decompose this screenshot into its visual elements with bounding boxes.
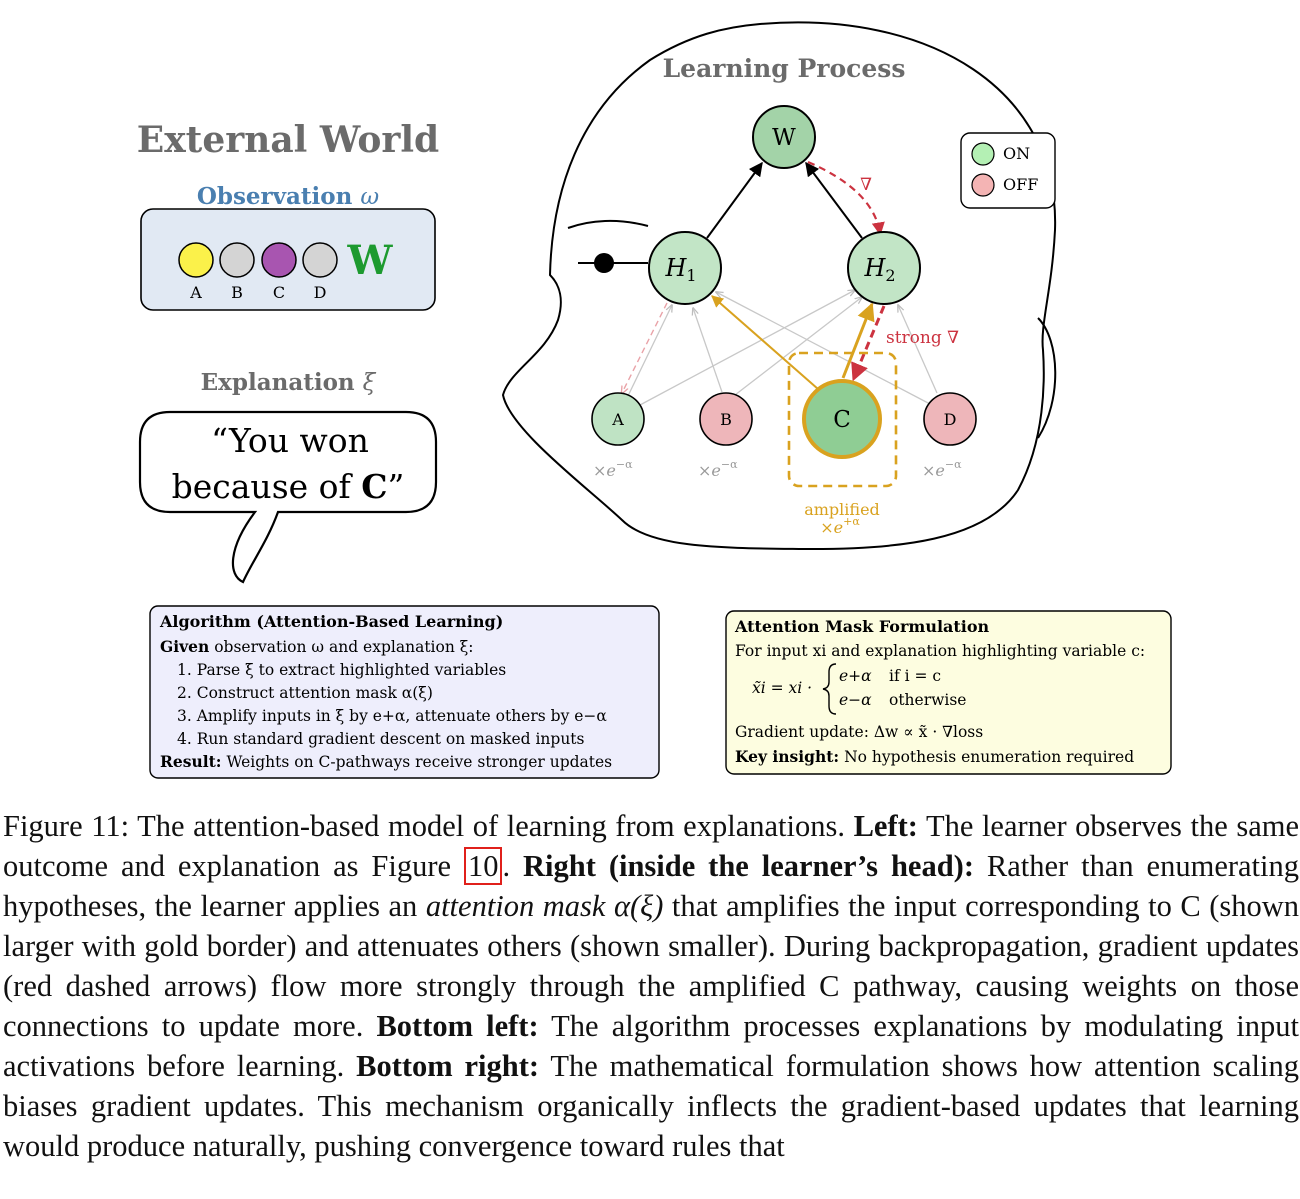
algorithm-result: Result: Weights on C-pathways receive st… — [160, 752, 612, 771]
node-c — [802, 379, 882, 459]
attenuate-label-b: ×e−α — [698, 458, 738, 480]
legend-off-swatch — [971, 173, 995, 197]
legend-on-label: ON — [1003, 144, 1030, 163]
attention-mask-box — [725, 610, 1172, 775]
amplified-connection-c-h1 — [711, 295, 819, 390]
gradient-arrow-w-h2 — [807, 160, 885, 236]
caption-bottom-right-label: Bottom right: — [356, 1049, 540, 1083]
observation-circle-a — [178, 242, 214, 278]
caption-bottom-left-label: Bottom left: — [376, 1009, 539, 1043]
legend-off-label: OFF — [1003, 175, 1038, 194]
legend-on-swatch — [971, 142, 995, 166]
observation-items: A B C D — [178, 242, 338, 302]
node-d-label: D — [944, 410, 957, 429]
case-2-value: e−α — [839, 691, 872, 709]
attenuate-label-a: ×e−α — [593, 458, 633, 480]
case-1-condition: if i = c — [889, 667, 941, 685]
speech-line-2: because of C” — [172, 467, 405, 506]
connection-h1-w — [706, 161, 763, 239]
caption-figure-label: Figure 11: — [3, 809, 130, 843]
node-b-label: B — [720, 410, 732, 429]
caption-left-label: Left: — [853, 809, 918, 843]
head-outline — [501, 21, 1057, 551]
observation-outcome: W — [347, 237, 394, 284]
node-h1 — [648, 231, 722, 305]
attention-mask-intro: For input xi and explanation highlightin… — [735, 642, 1145, 660]
figure-caption: Figure 11: The attention-based model of … — [3, 806, 1299, 1166]
observation-label-b: B — [231, 283, 243, 302]
amplified-region — [787, 351, 898, 488]
algorithm-title: Algorithm (Attention-Based Learning) — [159, 612, 503, 631]
attenuate-label-d: ×e−α — [922, 458, 962, 480]
caption-attention-mask: attention mask α(ξ) — [425, 889, 664, 923]
attention-mask-title: Attention Mask Formulation — [734, 617, 990, 636]
amplified-connection-c-h2 — [841, 302, 875, 379]
strong-gradient-label: strong ∇ — [886, 328, 959, 348]
node-w — [752, 105, 816, 169]
caption-sentence-3b: that amplifies the input corresponding t… — [3, 889, 1300, 1043]
node-h2 — [847, 231, 921, 305]
caption-sentence-5: The mathematical formulation shows how a… — [3, 1049, 1300, 1163]
speech-bubble — [138, 410, 438, 584]
node-w-label: W — [772, 125, 796, 151]
node-h2-label: H2 — [863, 254, 895, 285]
caption-sentence-3a: Rather than enumerating hypotheses, the … — [3, 849, 1299, 923]
gradient-label: ∇ — [860, 175, 872, 195]
ear-outline — [1037, 317, 1057, 439]
node-b — [699, 392, 753, 446]
observation-label-c: C — [273, 283, 285, 302]
gradient-update: Gradient update: Δw ∝ x̃ · ∇loss — [735, 723, 983, 741]
node-a-label: A — [611, 410, 624, 429]
caption-right-label: Right (inside the learner’s head): — [523, 849, 974, 883]
input-connections — [626, 290, 938, 406]
caption-sentence-2: The learner observes the same outcome an… — [3, 809, 1299, 883]
caption-sentence-4: The algorithm processes explanations by … — [3, 1009, 1300, 1083]
algorithm-box — [149, 605, 660, 779]
weak-gradient-arrow — [622, 302, 668, 393]
key-insight: Key insight: No hypothesis enumeration r… — [735, 747, 1134, 766]
observation-circle-b — [219, 242, 255, 278]
algorithm-step-1: 1. Parse ξ to extract highlighted variab… — [177, 661, 506, 679]
algorithm-given: Given observation ω and explanation ξ: — [160, 637, 474, 656]
caption-sentence-1: The attention-based model of learning fr… — [137, 809, 845, 843]
explanation-title: Explanation ξ — [201, 369, 377, 396]
node-h1-label: H1 — [664, 254, 696, 285]
algorithm-step-2: 2. Construct attention mask α(ξ) — [177, 684, 433, 702]
learning-process-title: Learning Process — [663, 54, 906, 83]
connection-h2-w — [805, 161, 863, 239]
algorithm-step-4: 4. Run standard gradient descent on mask… — [177, 730, 585, 748]
observation-title: Observation ω — [197, 183, 380, 210]
external-world-title: External World — [137, 119, 439, 161]
cases-brace — [822, 663, 837, 715]
attention-mask-lhs: x̃i = xi · — [752, 679, 812, 697]
eyebrow — [567, 219, 649, 229]
amplified-label: amplified — [804, 500, 880, 519]
observation-label-a: A — [189, 283, 202, 302]
observation-circle-d — [302, 242, 338, 278]
eye-pupil — [594, 253, 614, 273]
figure-diagram: External World Observation ω A B C D W Expl… — [137, 21, 1172, 779]
node-a — [591, 392, 645, 446]
case-1-value: e+α — [839, 667, 872, 685]
strong-gradient-arrow — [851, 305, 886, 382]
algorithm-step-3: 3. Amplify inputs in ξ by e+α, attenuate… — [177, 707, 607, 725]
observation-label-d: D — [314, 283, 327, 302]
node-d — [923, 392, 977, 446]
caption-period: . — [502, 849, 511, 883]
amplified-factor: ×e+α — [820, 515, 860, 537]
observation-circle-c — [261, 242, 297, 278]
speech-line-1: “You won — [211, 421, 369, 460]
node-c-label: C — [833, 407, 851, 433]
caption-figure-link[interactable]: 10 — [463, 847, 503, 885]
case-2-condition: otherwise — [889, 691, 966, 709]
